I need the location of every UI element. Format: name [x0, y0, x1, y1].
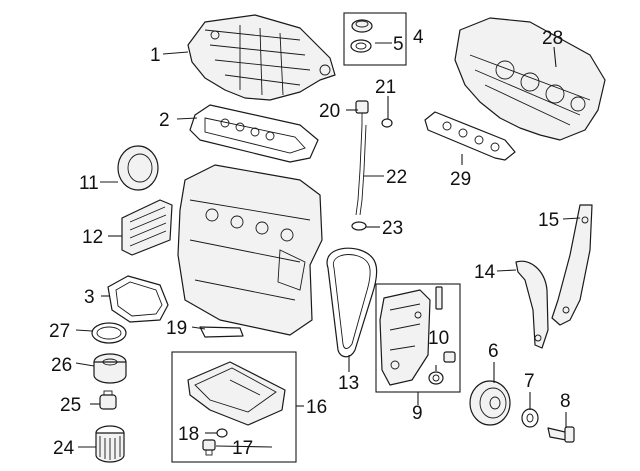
callout-22: 22	[386, 167, 407, 188]
oil-filter-part[interactable]	[95, 425, 125, 463]
drain-plug-part[interactable]	[202, 439, 216, 456]
gasket-part[interactable]	[107, 275, 169, 323]
pulley-washer-part[interactable]	[521, 408, 539, 428]
callout-25: 25	[60, 395, 81, 416]
callout-3: 3	[84, 287, 95, 308]
crankshaft-pulley-part[interactable]	[469, 380, 511, 426]
callout-15: 15	[538, 210, 559, 231]
callout-28: 28	[542, 28, 563, 49]
callout-23: 23	[382, 218, 403, 239]
seal-strip-part[interactable]	[199, 326, 244, 338]
dipstick-part[interactable]	[355, 100, 369, 125]
callout-24: 24	[53, 438, 75, 459]
callout-13: 13	[338, 373, 359, 394]
callout-labels: 1 2 3 4 5 6 7 8 9 10 11 12 13 14 15 16 1…	[49, 27, 571, 459]
oil-separator-part[interactable]	[121, 199, 173, 256]
callout-16: 16	[306, 397, 327, 418]
pulley-bolt-part[interactable]	[547, 426, 575, 443]
callout-6: 6	[488, 341, 499, 362]
callout-8: 8	[560, 391, 571, 412]
filter-nipple-part[interactable]	[99, 390, 117, 410]
filter-adapter-part[interactable]	[93, 353, 127, 384]
dipstick-tube-part[interactable]	[355, 124, 367, 216]
callout-27: 27	[49, 321, 70, 342]
crankshaft-seal-part[interactable]	[117, 145, 159, 191]
intake-gasket-part[interactable]	[424, 111, 516, 161]
tensioner-arm-part[interactable]	[515, 260, 549, 349]
callout-9: 9	[412, 403, 423, 424]
valve-cover-part[interactable]	[187, 14, 336, 101]
drain-plug-gasket-part[interactable]	[216, 428, 228, 438]
engine-block-part	[177, 164, 323, 336]
oil-pan-part[interactable]	[187, 361, 286, 426]
chain-guide-part[interactable]	[551, 204, 593, 326]
callout-11: 11	[79, 173, 99, 194]
callout-14: 14	[474, 262, 496, 283]
callout-1: 1	[150, 45, 161, 66]
intake-manifold-part[interactable]	[454, 17, 606, 141]
callout-29: 29	[450, 169, 471, 190]
callout-17: 17	[232, 438, 253, 459]
callout-2: 2	[159, 110, 170, 131]
dipstick-o-ring-part[interactable]	[381, 118, 393, 128]
tube-o-ring-part[interactable]	[351, 221, 367, 231]
oil-pan-group-frame	[171, 351, 297, 463]
leader-lines	[75, 42, 581, 448]
callout-12: 12	[82, 227, 103, 248]
callout-7: 7	[524, 371, 535, 392]
callout-10: 10	[428, 328, 449, 349]
timing-cover-part[interactable]	[379, 289, 431, 386]
callout-4: 4	[413, 27, 424, 48]
callout-21: 21	[375, 77, 396, 98]
oil-filler-cap-part[interactable]	[351, 19, 373, 33]
valve-cover-gasket-part[interactable]	[189, 104, 319, 163]
cover-bolt-part[interactable]	[435, 286, 443, 310]
callout-18: 18	[178, 424, 199, 445]
callout-5: 5	[393, 34, 404, 55]
cap-group-frame	[343, 12, 407, 66]
callout-19: 19	[166, 318, 187, 339]
filter-o-ring-part[interactable]	[91, 322, 127, 344]
oil-filler-cap-seal-part[interactable]	[350, 39, 372, 53]
cover-plug-part[interactable]	[443, 351, 456, 363]
timing-chain-part[interactable]	[326, 247, 378, 358]
callout-26: 26	[51, 355, 72, 376]
callout-20: 20	[319, 101, 340, 122]
cover-seal-part[interactable]	[428, 371, 444, 385]
